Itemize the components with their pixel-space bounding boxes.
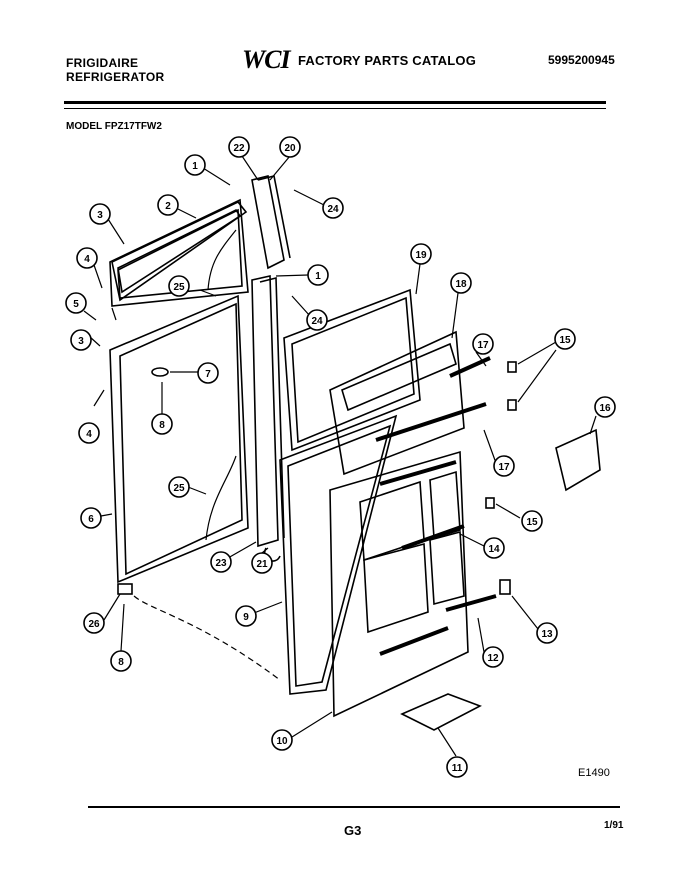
catalog-title: FACTORY PARTS CATALOG (298, 53, 477, 68)
callout-5: 5 (65, 292, 87, 314)
callout-label: 17 (477, 340, 489, 351)
callout-label: 15 (559, 335, 571, 346)
callout-label: 7 (205, 369, 211, 380)
header-rule-thin (64, 108, 606, 109)
callout-label: 2 (165, 201, 171, 212)
callout-19: 19 (410, 243, 432, 265)
callout-label: 11 (452, 763, 463, 774)
callout-label: 26 (88, 619, 100, 630)
callout-4-upper: 4 (76, 247, 98, 269)
callout-label: 13 (541, 629, 553, 640)
callout-label: 3 (78, 336, 84, 347)
callout-24-lower: 24 (306, 309, 328, 331)
callout-13: 13 (536, 622, 558, 644)
shelf-retainer-mid (485, 497, 495, 509)
callout-24-upper: 24 (322, 197, 344, 219)
brand-name: FRIGIDAIRE (66, 56, 139, 70)
callout-label: 23 (215, 558, 227, 569)
product-type: REFRIGERATOR (66, 70, 165, 84)
callout-25-upper: 25 (168, 275, 190, 297)
catalog-part-number: 5995200945 (548, 53, 615, 67)
callout-20: 20 (279, 136, 301, 158)
callout-label: 20 (284, 143, 296, 154)
freezer-door-panel (109, 198, 249, 307)
shelf-retainer-lower (507, 399, 517, 411)
header-rule-thick (64, 101, 606, 104)
callout-22: 22 (228, 136, 250, 158)
callout-14: 14 (483, 537, 505, 559)
callout-1-top: 1 (184, 154, 206, 176)
callout-1-mid: 1 (307, 264, 329, 286)
callout-label: 14 (488, 544, 500, 555)
callout-label: 16 (599, 403, 611, 414)
callout-label: 22 (233, 143, 245, 154)
callout-label: 12 (487, 653, 499, 664)
footer-rule (88, 806, 620, 808)
callout-16: 16 (594, 396, 616, 418)
callout-18: 18 (450, 272, 472, 294)
cam-bracket (151, 367, 169, 377)
callout-10: 10 (271, 729, 293, 751)
callout-label: 9 (243, 612, 249, 623)
figure-code: E1490 (578, 767, 610, 779)
callout-label: 1 (315, 271, 321, 282)
callout-label: 25 (173, 483, 185, 494)
callout-label: 5 (73, 299, 79, 310)
callout-label: 8 (159, 420, 165, 431)
callout-label: 24 (311, 316, 323, 327)
callout-12: 12 (482, 646, 504, 668)
callout-15-lower: 15 (521, 510, 543, 532)
callout-label: 21 (256, 559, 268, 570)
callout-label: 24 (327, 204, 339, 215)
door-handles (251, 175, 291, 562)
callout-8-lower: 8 (110, 650, 132, 672)
callout-leaders (83, 155, 597, 757)
callout-label: 3 (97, 210, 103, 221)
callout-2: 2 (157, 194, 179, 216)
callout-label: 6 (88, 514, 94, 525)
callout-label: 18 (455, 279, 467, 290)
hinge-cam (117, 583, 133, 595)
callout-17-upper: 17 (472, 333, 494, 355)
callout-label: 4 (84, 254, 90, 265)
callout-3-lower: 3 (70, 329, 92, 351)
callout-15-upper: 15 (554, 328, 576, 350)
dairy-door (555, 428, 601, 492)
callout-6: 6 (80, 507, 102, 529)
callout-label: 19 (415, 250, 427, 261)
callout-25-lower: 25 (168, 476, 190, 498)
callout-21: 21 (251, 552, 273, 574)
callout-17-lower: 17 (493, 455, 515, 477)
callout-label: 1 (192, 161, 198, 172)
shelf-retainer-upper (507, 361, 517, 373)
wci-logo: WCI (242, 45, 291, 74)
callout-label: 4 (86, 429, 92, 440)
revision-date: 1/91 (604, 820, 624, 831)
callout-label: 10 (276, 736, 288, 747)
callout-3-upper: 3 (89, 203, 111, 225)
page-code: G3 (344, 823, 362, 838)
callout-label: 15 (526, 517, 538, 528)
fresh-food-door-panel (109, 294, 249, 584)
callout-label: 25 (173, 282, 185, 293)
callout-9: 9 (235, 605, 257, 627)
freezer-door-liner (329, 330, 491, 476)
model-label: MODEL FPZ17TFW2 (66, 121, 162, 132)
callout-label: 17 (498, 462, 510, 473)
callout-23: 23 (210, 551, 232, 573)
callout-11: 11 (446, 756, 468, 778)
callout-4-lower: 4 (78, 422, 100, 444)
callout-26: 26 (83, 612, 105, 634)
callout-7: 7 (197, 362, 219, 384)
callout-label: 8 (118, 657, 124, 668)
door-gaskets (279, 288, 421, 695)
callout-8-upper: 8 (151, 413, 173, 435)
fresh-food-door-liner (329, 450, 497, 718)
shelf-bracket (499, 579, 511, 595)
egg-tray (400, 693, 482, 731)
